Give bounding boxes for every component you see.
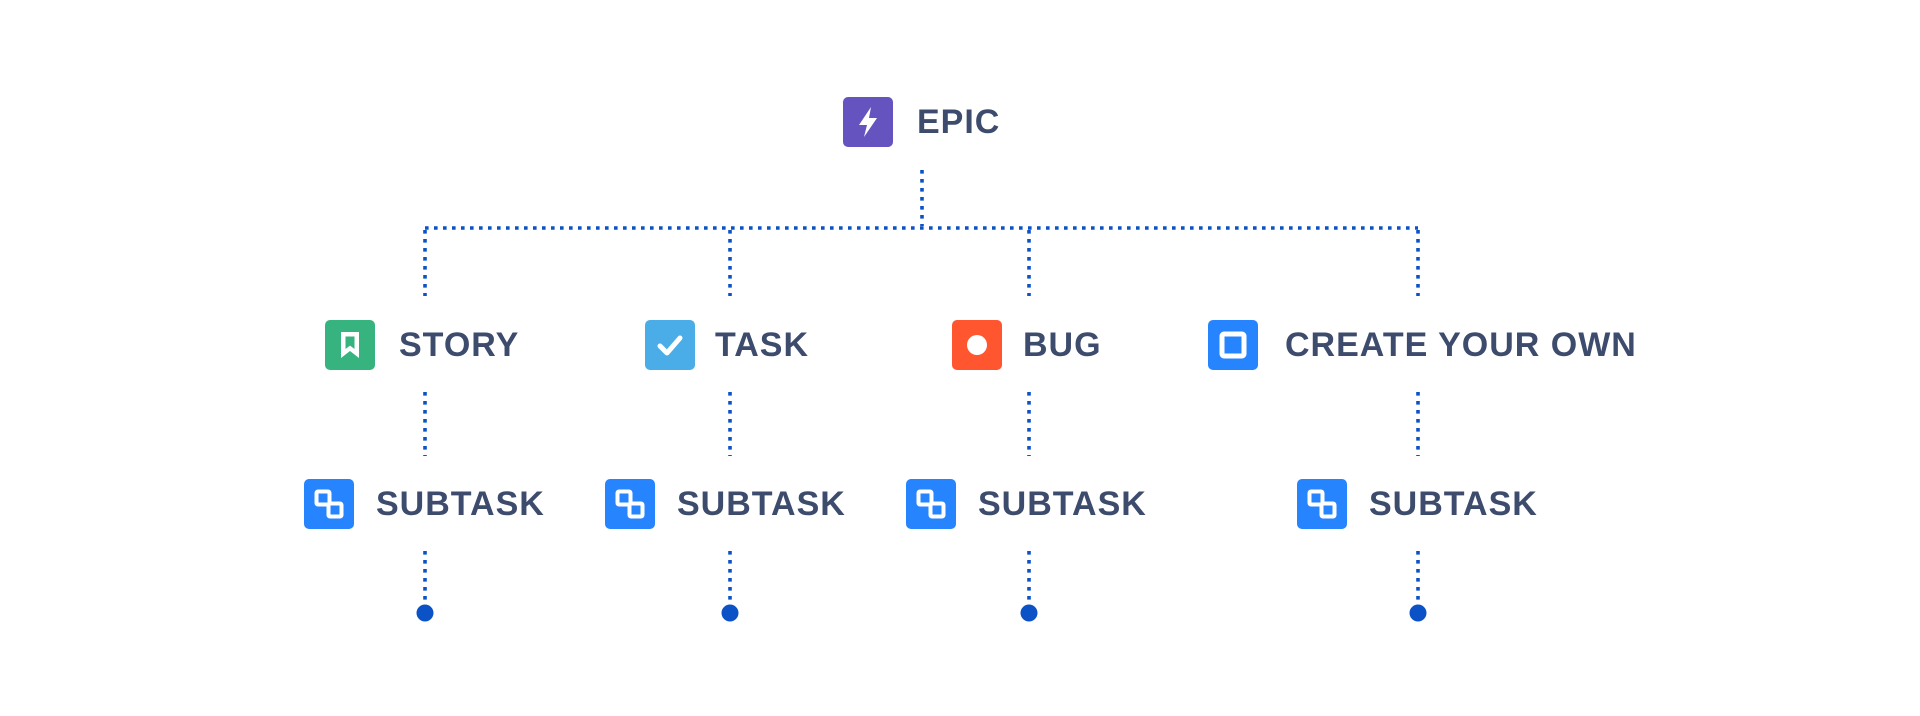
end-dot: [416, 604, 434, 622]
square-outline-icon: [1208, 320, 1258, 370]
subtask-icon: [906, 479, 956, 529]
subtask-label: SUBTASK: [376, 484, 545, 523]
story-node[interactable]: STORY: [325, 320, 519, 370]
subtask-node[interactable]: SUBTASK: [605, 479, 846, 529]
epic-node[interactable]: EPIC: [843, 97, 1000, 147]
subtask-icon: [304, 479, 354, 529]
subtask-node[interactable]: SUBTASK: [1297, 479, 1538, 529]
subtask-node[interactable]: SUBTASK: [906, 479, 1147, 529]
create-your-own-label: CREATE YOUR OWN: [1285, 325, 1637, 364]
bug-node[interactable]: BUG: [952, 320, 1102, 370]
subtask-icon: [605, 479, 655, 529]
story-label: STORY: [399, 325, 520, 364]
subtask-label: SUBTASK: [677, 484, 846, 523]
circle-icon: [952, 320, 1002, 370]
subtask-icon: [1297, 479, 1347, 529]
end-dot: [1409, 604, 1427, 622]
subtask-label: SUBTASK: [1369, 484, 1538, 523]
create-your-own-node[interactable]: CREATE YOUR OWN: [1208, 320, 1637, 370]
end-dot: [1020, 604, 1038, 622]
subtask-label: SUBTASK: [978, 484, 1147, 523]
bug-label: BUG: [1023, 325, 1102, 364]
epic-label: EPIC: [917, 102, 1001, 141]
subtask-node[interactable]: SUBTASK: [304, 479, 545, 529]
lightning-bolt-icon: [843, 97, 893, 147]
end-dot: [721, 604, 739, 622]
bookmark-icon: [325, 320, 375, 370]
task-label: TASK: [715, 325, 810, 364]
checkmark-icon: [645, 320, 695, 370]
task-node[interactable]: TASK: [645, 320, 809, 370]
